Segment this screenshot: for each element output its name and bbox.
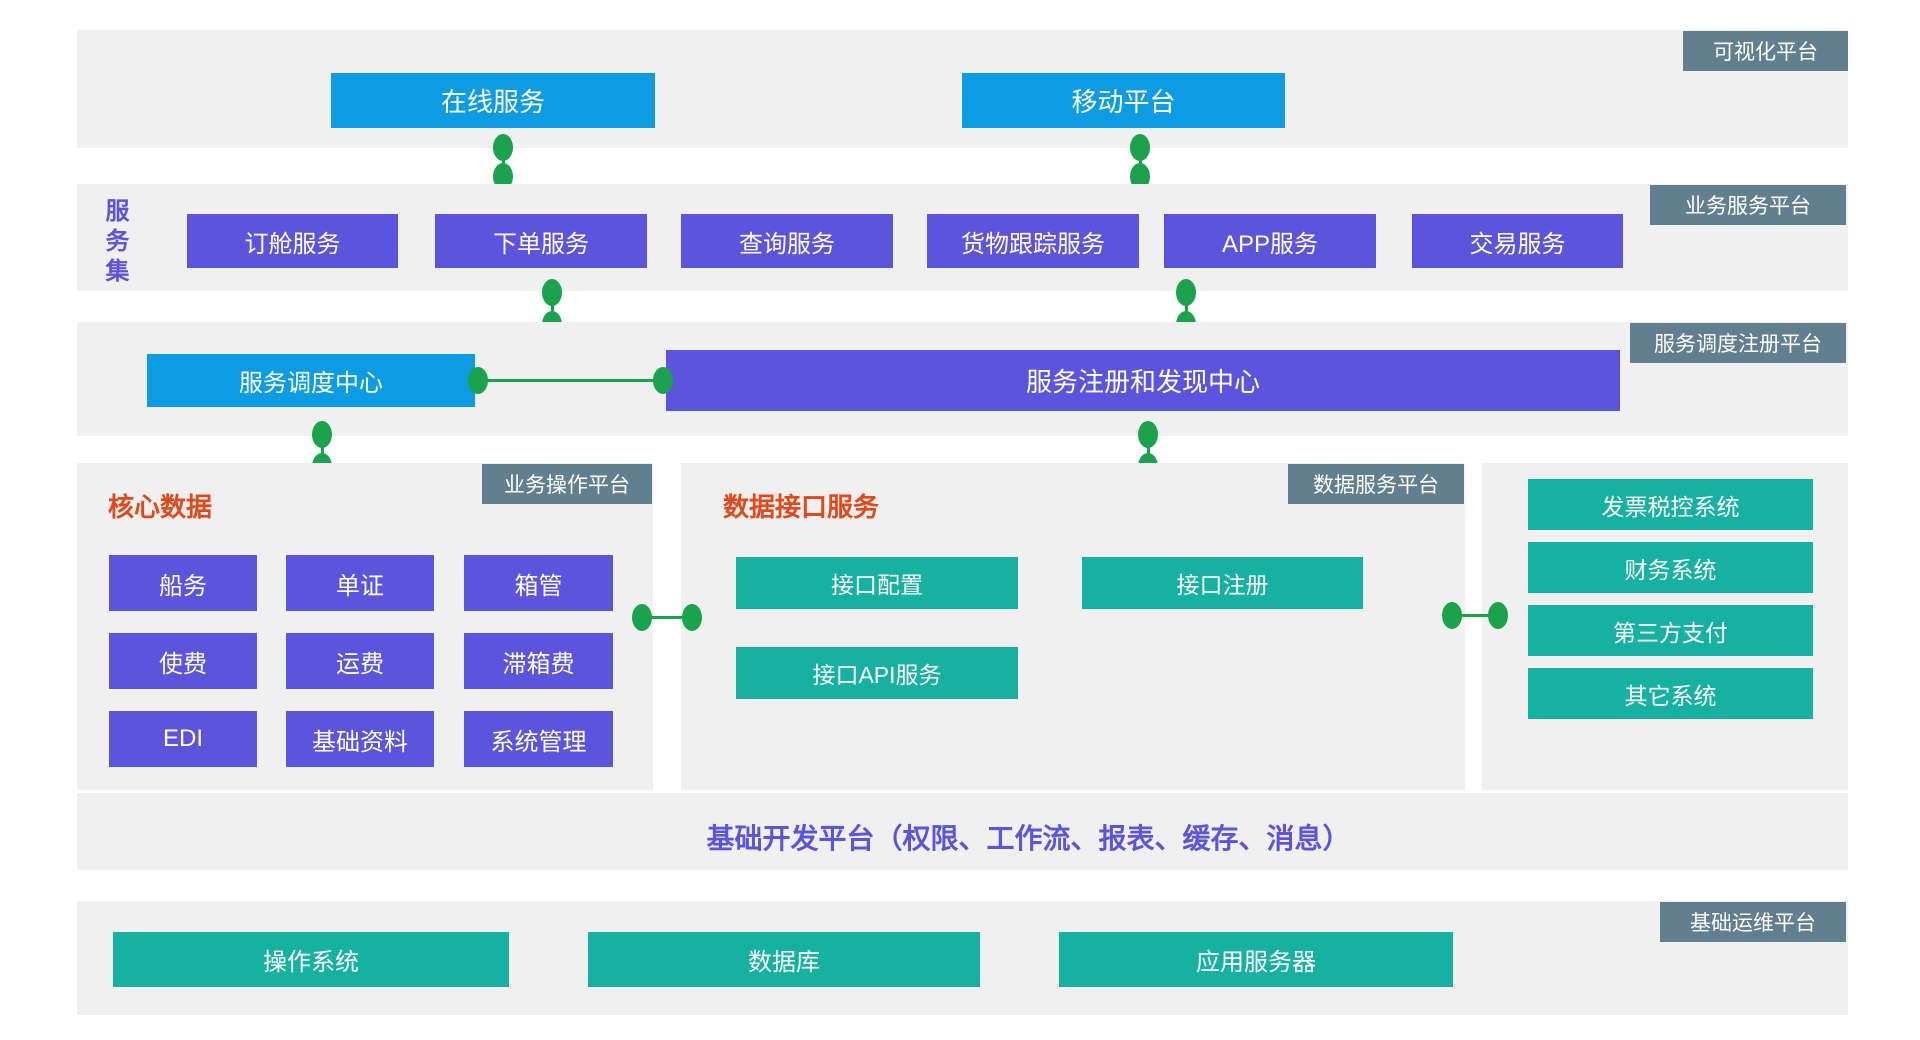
connector-line	[502, 147, 505, 177]
connector-dot	[542, 279, 562, 306]
core-data-heading: 核心数据	[108, 492, 213, 522]
node-online-service: 在线服务	[331, 73, 655, 128]
node-charges: 使费	[109, 633, 257, 689]
node-trade-service: 交易服务	[1412, 214, 1623, 268]
band-dev-platform	[77, 793, 1848, 870]
band-label-dispatch-registry: 服务调度注册平台	[1630, 323, 1846, 363]
connector-dot	[682, 604, 702, 631]
node-invoice-tax-system: 发票税控系统	[1528, 479, 1813, 530]
node-service-registry-discovery-center: 服务注册和发现中心	[666, 350, 1620, 411]
connector-line	[478, 379, 663, 382]
connector-dot	[493, 134, 513, 161]
node-interface-config: 接口配置	[736, 557, 1018, 609]
connector-dot	[632, 604, 652, 631]
connector-line	[321, 434, 324, 466]
dev-platform-title: 基础开发平台（权限、工作流、报表、缓存、消息）	[706, 823, 1351, 854]
node-freight: 运费	[286, 633, 434, 689]
node-cargo-tracking-service: 货物跟踪服务	[927, 214, 1139, 268]
connector-line	[1139, 147, 1142, 177]
connector-dot	[468, 367, 488, 394]
connector-line	[551, 292, 554, 324]
node-order-service: 下单服务	[435, 214, 647, 268]
node-shipping: 船务	[109, 555, 257, 611]
connector-dot	[312, 421, 332, 448]
node-app-server: 应用服务器	[1059, 932, 1453, 987]
service-set-title: 服务集	[101, 198, 128, 288]
panel-label-data-service: 数据服务平台	[1288, 464, 1464, 504]
connector-dot	[1488, 602, 1508, 629]
node-edi: EDI	[109, 711, 257, 767]
node-service-dispatch-center: 服务调度中心	[147, 354, 475, 407]
connector-line	[1452, 614, 1498, 617]
node-interface-registry: 接口注册	[1082, 557, 1363, 609]
node-database: 数据库	[588, 932, 980, 987]
connector-line	[642, 616, 692, 619]
panel-data-service-platform	[681, 463, 1465, 790]
connector-dot	[1130, 134, 1150, 161]
node-app-service: APP服务	[1164, 214, 1376, 268]
connector-line	[1147, 434, 1150, 466]
connector-dot	[1130, 163, 1150, 190]
node-booking-service: 订舱服务	[187, 214, 398, 268]
panel-label-business-operation: 业务操作平台	[482, 464, 652, 504]
node-mobile-platform: 移动平台	[962, 73, 1285, 128]
connector-dot	[1442, 602, 1462, 629]
node-demurrage: 滞箱费	[464, 633, 613, 689]
band-label-business-service: 业务服务平台	[1650, 185, 1846, 225]
connector-dot	[1176, 279, 1196, 306]
node-finance-system: 财务系统	[1528, 542, 1813, 593]
node-documents: 单证	[286, 555, 434, 611]
node-operating-system: 操作系统	[113, 932, 509, 987]
connector-line	[1185, 292, 1188, 324]
node-third-party-payment: 第三方支付	[1528, 605, 1813, 656]
node-system-mgmt: 系统管理	[464, 711, 613, 767]
node-query-service: 查询服务	[681, 214, 893, 268]
node-interface-api-service: 接口API服务	[736, 647, 1018, 699]
data-interface-heading: 数据接口服务	[723, 492, 880, 522]
connector-dot	[1138, 421, 1158, 448]
node-container-mgmt: 箱管	[464, 555, 613, 611]
connector-dot	[653, 367, 673, 394]
node-other-systems: 其它系统	[1528, 668, 1813, 719]
band-label-ops-platform: 基础运维平台	[1660, 902, 1846, 942]
node-base-data: 基础资料	[286, 711, 434, 767]
band-label-visualization: 可视化平台	[1683, 31, 1848, 71]
connector-dot	[493, 163, 513, 190]
